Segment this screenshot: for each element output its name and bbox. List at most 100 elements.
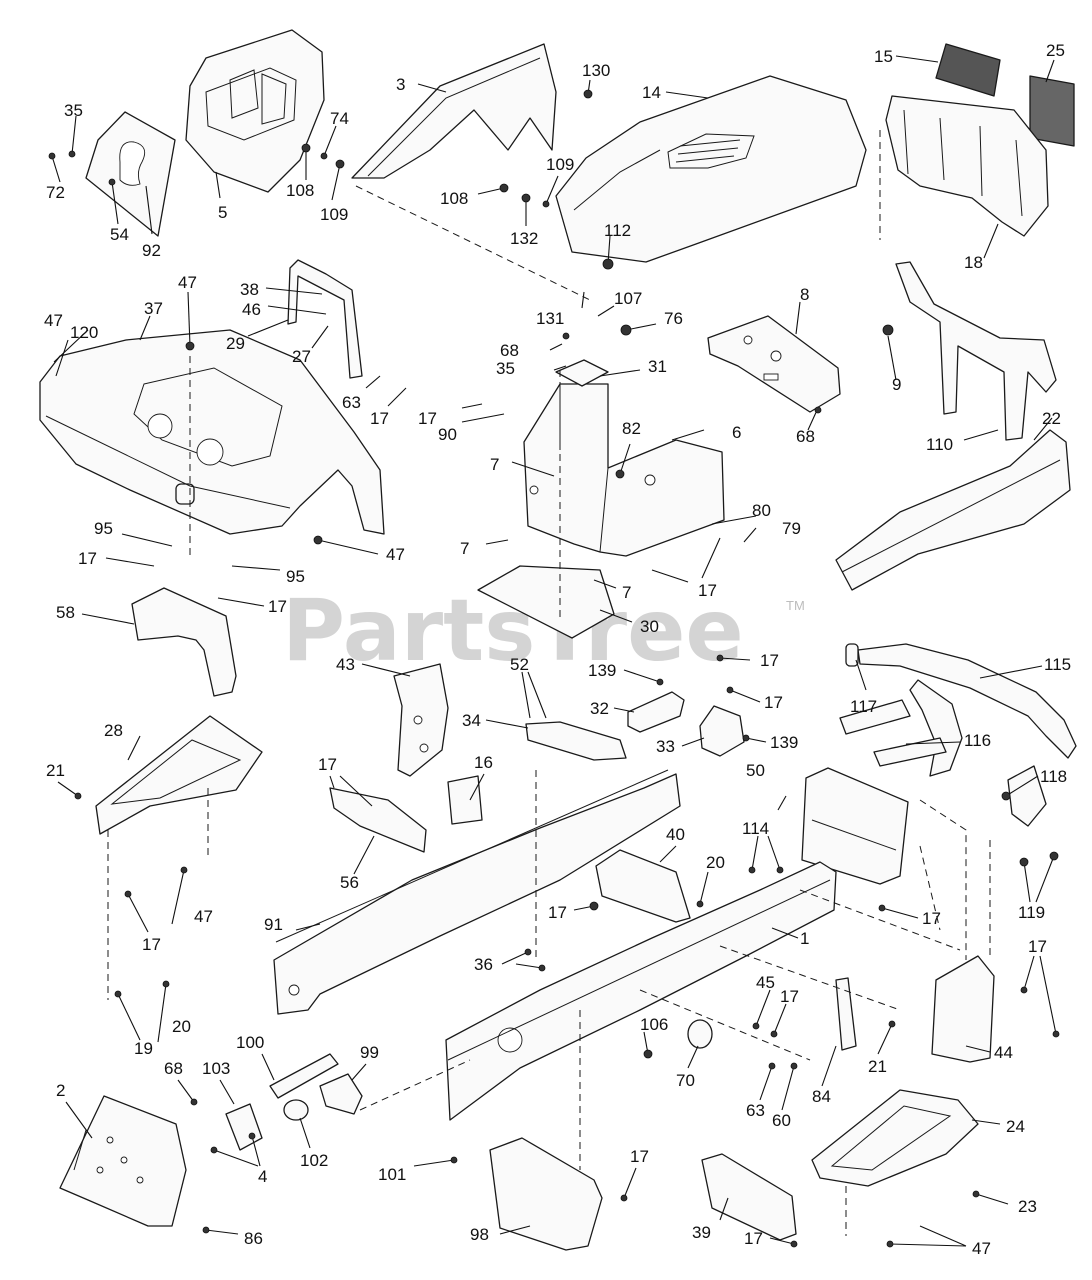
callout-120[interactable]: 120 bbox=[70, 323, 98, 342]
callout-98[interactable]: 98 bbox=[470, 1225, 489, 1244]
callout-29[interactable]: 29 bbox=[226, 334, 245, 353]
callout-45[interactable]: 45 bbox=[756, 973, 775, 992]
part-102-bushing[interactable] bbox=[283, 1099, 309, 1121]
callout-32[interactable]: 32 bbox=[590, 699, 609, 718]
callout-50[interactable]: 50 bbox=[746, 761, 765, 780]
callout-76[interactable]: 76 bbox=[664, 309, 683, 328]
callout-43[interactable]: 43 bbox=[336, 655, 355, 674]
part-40-bracket[interactable] bbox=[595, 849, 691, 923]
callout-92[interactable]: 92 bbox=[142, 241, 161, 260]
part-84-link[interactable] bbox=[835, 977, 857, 1051]
part-1-frame-rail[interactable] bbox=[445, 861, 837, 1121]
part-110-bracket[interactable] bbox=[895, 261, 1057, 441]
callout-17-33b[interactable]: 17 bbox=[764, 693, 783, 712]
part-14-hood[interactable] bbox=[555, 75, 867, 263]
callout-68-left[interactable]: 68 bbox=[164, 1059, 183, 1078]
part-43-plate[interactable] bbox=[393, 663, 449, 777]
callout-114[interactable]: 114 bbox=[742, 819, 769, 838]
callout-40[interactable]: 40 bbox=[666, 825, 685, 844]
callout-47-28[interactable]: 47 bbox=[194, 907, 213, 926]
callout-18[interactable]: 18 bbox=[964, 253, 983, 272]
callout-95-right[interactable]: 95 bbox=[286, 567, 305, 586]
callout-117[interactable]: 117 bbox=[850, 697, 877, 716]
part-24-frame[interactable] bbox=[811, 1089, 979, 1236]
callout-17-console[interactable]: 17 bbox=[698, 581, 717, 600]
part-25-decal[interactable] bbox=[1029, 75, 1075, 147]
callout-132[interactable]: 132 bbox=[510, 229, 538, 248]
callout-17-58[interactable]: 17 bbox=[78, 549, 97, 568]
callout-38[interactable]: 38 bbox=[240, 280, 259, 299]
callout-7-lower[interactable]: 7 bbox=[622, 583, 631, 602]
part-34-bar[interactable] bbox=[525, 721, 627, 761]
callout-63-top[interactable]: 63 bbox=[342, 393, 361, 412]
callout-101[interactable]: 101 bbox=[378, 1165, 406, 1184]
callout-99[interactable]: 99 bbox=[360, 1043, 379, 1062]
callout-112[interactable]: 112 bbox=[604, 221, 631, 240]
callout-23[interactable]: 23 bbox=[1018, 1197, 1037, 1216]
callout-86[interactable]: 86 bbox=[244, 1229, 263, 1248]
callout-84[interactable]: 84 bbox=[812, 1087, 831, 1106]
callout-16[interactable]: 16 bbox=[474, 753, 493, 772]
part-70-roller[interactable] bbox=[687, 1019, 713, 1049]
callout-15[interactable]: 15 bbox=[874, 47, 893, 66]
callout-47-left[interactable]: 47 bbox=[44, 311, 63, 330]
callout-39[interactable]: 39 bbox=[692, 1223, 711, 1242]
callout-34[interactable]: 34 bbox=[462, 711, 481, 730]
part-99-link[interactable] bbox=[319, 1073, 363, 1115]
callout-20-right[interactable]: 20 bbox=[706, 853, 725, 872]
callout-108-left[interactable]: 108 bbox=[286, 181, 314, 200]
part-22-step-plate[interactable] bbox=[835, 429, 1071, 591]
callout-139-top[interactable]: 139 bbox=[588, 661, 616, 680]
callout-35-top[interactable]: 35 bbox=[64, 101, 83, 120]
callout-5[interactable]: 5 bbox=[218, 203, 227, 222]
callout-102[interactable]: 102 bbox=[300, 1151, 328, 1170]
callout-131[interactable]: 131 bbox=[536, 309, 564, 328]
callout-47-bottom[interactable]: 47 bbox=[972, 1239, 991, 1258]
callout-100[interactable]: 100 bbox=[236, 1033, 264, 1052]
callout-17-40[interactable]: 17 bbox=[548, 903, 567, 922]
callout-9[interactable]: 9 bbox=[892, 375, 901, 394]
callout-24[interactable]: 24 bbox=[1006, 1117, 1025, 1136]
callout-35-center[interactable]: 35 bbox=[496, 359, 515, 378]
callout-90[interactable]: 90 bbox=[438, 425, 457, 444]
callout-80[interactable]: 80 bbox=[752, 501, 771, 520]
callout-82[interactable]: 82 bbox=[622, 419, 641, 438]
callout-36[interactable]: 36 bbox=[474, 955, 493, 974]
part-100-rod[interactable] bbox=[269, 1053, 339, 1099]
callout-6[interactable]: 6 bbox=[732, 423, 741, 442]
callout-7-mid[interactable]: 7 bbox=[460, 539, 469, 558]
part-2-side-plate[interactable] bbox=[59, 1095, 187, 1227]
callout-21-left[interactable]: 21 bbox=[46, 761, 65, 780]
callout-60[interactable]: 60 bbox=[772, 1111, 791, 1130]
part-6-console-bracket[interactable] bbox=[523, 383, 725, 557]
callout-115[interactable]: 115 bbox=[1044, 655, 1071, 674]
callout-20-left[interactable]: 20 bbox=[172, 1017, 191, 1036]
part-30-plate[interactable] bbox=[477, 565, 615, 639]
callout-70[interactable]: 70 bbox=[676, 1071, 695, 1090]
part-29-bracket[interactable] bbox=[287, 259, 363, 379]
part-115-handle-tube[interactable] bbox=[857, 643, 1077, 827]
callout-110[interactable]: 110 bbox=[926, 435, 953, 454]
callout-37[interactable]: 37 bbox=[144, 299, 163, 318]
part-18-grille[interactable] bbox=[879, 95, 1049, 240]
callout-108-right[interactable]: 108 bbox=[440, 189, 468, 208]
part-16-plate[interactable] bbox=[447, 775, 483, 825]
callout-17-98[interactable]: 17 bbox=[630, 1147, 649, 1166]
part-15-decal[interactable] bbox=[935, 43, 1001, 97]
callout-31[interactable]: 31 bbox=[648, 357, 667, 376]
part-91-main-frame[interactable] bbox=[273, 769, 681, 1015]
part-5-dash-panel[interactable] bbox=[185, 29, 325, 193]
part-58-bracket[interactable] bbox=[131, 587, 237, 697]
part-117-pin[interactable] bbox=[845, 643, 859, 667]
callout-17-56[interactable]: 17 bbox=[318, 755, 337, 774]
callout-139-bottom[interactable]: 139 bbox=[770, 733, 798, 752]
callout-7-upper[interactable]: 7 bbox=[490, 455, 499, 474]
callout-17-33a[interactable]: 17 bbox=[760, 651, 779, 670]
callout-17-44[interactable]: 17 bbox=[1028, 937, 1047, 956]
callout-30[interactable]: 30 bbox=[640, 617, 659, 636]
callout-63-bottom[interactable]: 63 bbox=[746, 1101, 765, 1120]
callout-68-right[interactable]: 68 bbox=[796, 427, 815, 446]
callout-72[interactable]: 72 bbox=[46, 183, 65, 202]
callout-95-left[interactable]: 95 bbox=[94, 519, 113, 538]
callout-33[interactable]: 33 bbox=[656, 737, 675, 756]
